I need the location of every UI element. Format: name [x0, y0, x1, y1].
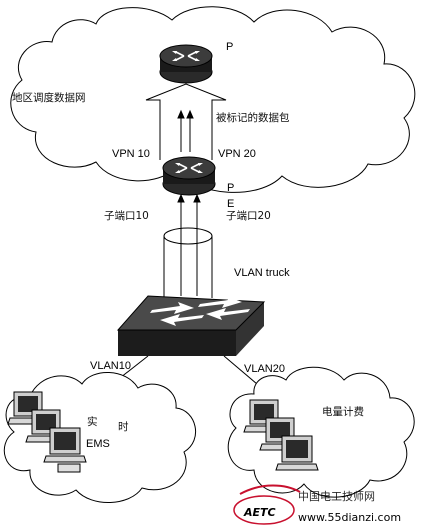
vlan-trunk-label: VLAN truck: [234, 267, 290, 279]
large-hollow-arrow-icon: [145, 83, 227, 160]
vpn20-label: VPN 20: [218, 148, 256, 160]
watermark-logo-text: AETC: [243, 506, 276, 519]
realtime-ems-cloud: [3, 371, 196, 503]
ems-label: EMS: [86, 438, 110, 450]
marked-packet-arrows: [177, 109, 194, 152]
realtime-label-char-1: 实: [87, 415, 98, 428]
pe-router-icon: [162, 156, 216, 196]
marked-packets-label: 被标记的数据包: [216, 111, 290, 124]
subport10-label: 子端口10: [104, 209, 149, 222]
watermark-site-name: 中国电工技师网: [298, 490, 375, 503]
pe-to-trunk-lines: [177, 193, 201, 296]
pe-router-label-p: P: [227, 182, 234, 194]
right-computer-3-icon: [275, 435, 319, 471]
watermark-logo: AETC: [233, 484, 301, 525]
regional-network-label: 地区调度数据网: [12, 91, 86, 104]
energy-billing-label: 电量计费: [322, 405, 364, 418]
watermark-url: www.55dianzi.com: [298, 511, 401, 524]
switch-icon: [116, 295, 266, 356]
pe-router-label-e: E: [227, 198, 234, 210]
vlan-trunk-cylinder: [163, 227, 213, 298]
p-router-icon: [159, 44, 213, 84]
left-computer-3-icon: [43, 427, 87, 473]
subport20-label: 子端口20: [226, 209, 271, 222]
vlan20-label: VLAN20: [244, 363, 285, 375]
realtime-label-char-2: 时: [118, 421, 129, 433]
p-router-label: P: [226, 41, 233, 53]
vlan10-label: VLAN10: [90, 360, 131, 372]
vpn10-label: VPN 10: [112, 148, 150, 160]
